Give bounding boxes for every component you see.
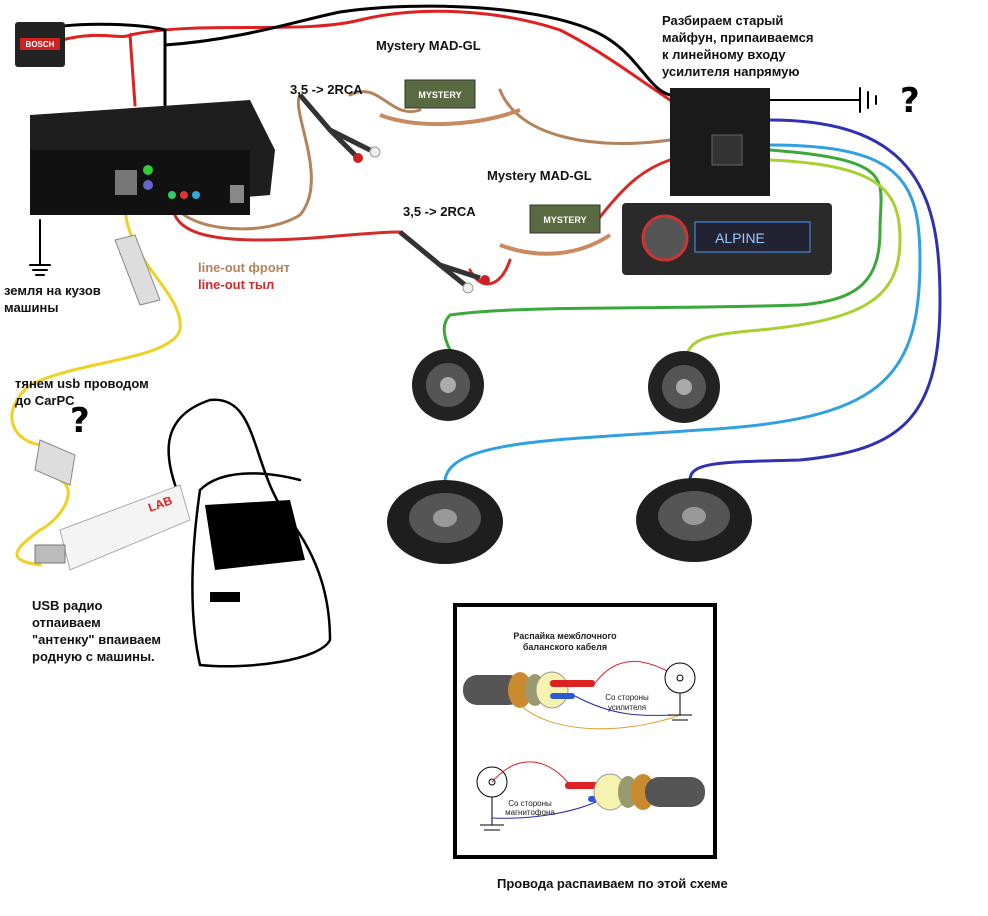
rca-adapter-bottom <box>398 230 490 294</box>
svg-text:BOSCH: BOSCH <box>26 40 55 49</box>
usb-note: тянем usb проводом до CarPC <box>15 376 149 408</box>
svg-text:Разбираем старый: Разбираем старый <box>662 13 783 28</box>
antenna-wire <box>167 398 332 668</box>
svg-text:MYSTERY: MYSTERY <box>543 215 586 225</box>
amp-note: Разбираем старый майфун, припаиваемся к … <box>662 13 813 79</box>
ground-note: земля на кузов машины <box>4 283 101 315</box>
svg-text:баланского кабеля: баланского кабеля <box>523 642 607 652</box>
rear-left-speaker-wire <box>443 143 922 482</box>
speaker-front-left <box>412 349 484 421</box>
svg-text:машины: машины <box>4 300 58 315</box>
car-silhouette-scribble <box>205 500 305 602</box>
head-unit: ALPINE <box>622 203 832 275</box>
amplifier-board <box>670 88 770 196</box>
usb-radio-note: USB радио отпаиваем "антенку" впаиваем р… <box>32 598 161 664</box>
svg-text:тянем usb проводом: тянем usb проводом <box>15 376 149 391</box>
speaker-front-right <box>648 351 720 423</box>
usb-plug <box>34 234 161 486</box>
svg-text:Со стороны: Со стороны <box>508 799 552 808</box>
svg-text:USB радио: USB радио <box>32 598 102 613</box>
amp-unknown-wire <box>769 87 877 113</box>
front-line-out-wire <box>170 88 672 231</box>
rear-right-speaker-wire <box>688 118 942 482</box>
svg-text:MYSTERY: MYSTERY <box>418 90 461 100</box>
usb-radio-dongle: LAB <box>34 484 191 571</box>
adapter-bottom-label: 3,5 -> 2RCA <box>403 204 476 219</box>
filter-bottom-label: Mystery MAD-GL <box>487 168 592 183</box>
svg-text:Со стороны: Со стороны <box>605 693 649 702</box>
question-mark-amp: ? <box>900 81 920 121</box>
car-pc <box>30 100 275 215</box>
ground-loop-isolator-top: MYSTERY <box>379 79 521 127</box>
svg-text:Распайка межблочного: Распайка межблочного <box>513 631 617 641</box>
speaker-rear-left <box>387 480 503 564</box>
line-out-rear-label: line-out тыл <box>198 277 274 292</box>
svg-text:майфун, припаиваемся: майфун, припаиваемся <box>662 30 813 45</box>
question-mark-usb: ? <box>70 401 90 441</box>
filter-top-label: Mystery MAD-GL <box>376 38 481 53</box>
battery-positive-wire <box>60 9 672 107</box>
speaker-rear-right <box>636 478 752 562</box>
ground-loop-isolator-bottom: MYSTERY <box>499 204 612 256</box>
svg-text:земля на кузов: земля на кузов <box>4 283 101 298</box>
footer-caption: Провода распаиваем по этой схеме <box>497 876 728 891</box>
rca-adapter-top <box>298 93 381 163</box>
svg-text:усилителя: усилителя <box>608 703 646 712</box>
adapter-top-label: 3,5 -> 2RCA <box>290 82 363 97</box>
svg-text:к линейному входу: к линейному входу <box>662 47 786 62</box>
svg-text:магнитофона: магнитофона <box>505 808 555 817</box>
svg-text:усилителя напрямую: усилителя напрямую <box>662 64 800 79</box>
svg-text:"антенку" впаиваем: "антенку" впаиваем <box>32 632 161 647</box>
svg-text:отпаиваем: отпаиваем <box>32 615 101 630</box>
usb-cable <box>10 193 182 567</box>
front-right-speaker-wire <box>683 158 902 362</box>
line-out-front-label: line-out фронт <box>198 260 290 275</box>
cable-pinout-inset: Распайка межблочного баланского кабеля С… <box>453 603 717 859</box>
svg-text:родную с машины.: родную с машины. <box>32 649 155 664</box>
svg-text:до CarPC: до CarPC <box>15 393 75 408</box>
svg-text:ALPINE: ALPINE <box>715 230 765 246</box>
ground-wire <box>29 219 51 276</box>
battery: BOSCH <box>15 22 65 67</box>
